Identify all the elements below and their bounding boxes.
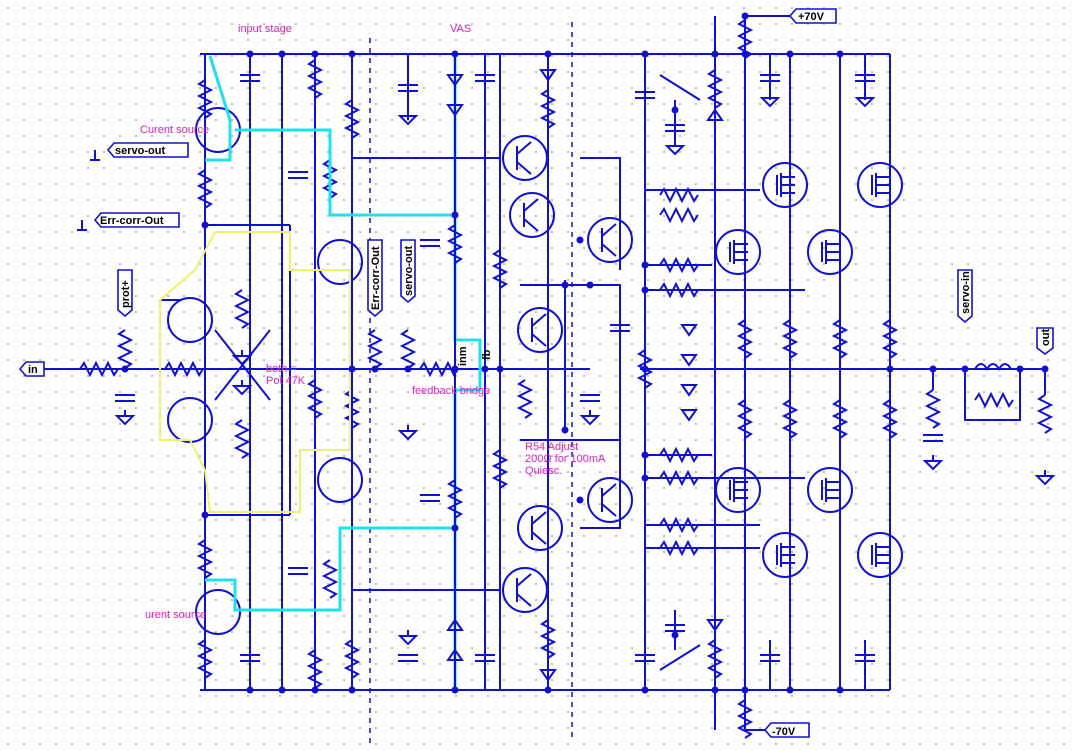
current-source-bottom-label: urent source	[145, 609, 206, 621]
plus70-label: +70V	[798, 11, 825, 23]
minus70-flag	[763, 722, 810, 738]
pot-note-line1: both =	[266, 363, 297, 375]
servo-in-flag	[957, 269, 973, 324]
minus70-label: -70V	[772, 726, 796, 738]
prot-plus-flag	[117, 269, 133, 318]
vas-label: VAS	[450, 23, 471, 35]
pot-note-line2: Pot 47K	[266, 375, 306, 387]
out-net-label: out	[1040, 329, 1052, 346]
err-corr-out-left-flag	[93, 212, 180, 228]
servo-out-vertical-label: servo-out	[403, 246, 415, 296]
inm-label: inm	[457, 346, 469, 366]
in-net-flag	[18, 361, 45, 377]
servo-in-label: servo-in	[960, 271, 972, 314]
servo-out-left-label: servo-out	[115, 145, 165, 157]
feedback-bridge-label: feedback bridge	[412, 385, 490, 397]
r54-line2: 200Ω for 100mA	[525, 453, 606, 465]
prot-plus-label: prot+	[120, 280, 132, 308]
input-stage-label: input stage	[238, 23, 292, 35]
out-net-flag	[1036, 327, 1054, 355]
r54-line1: R54 Adjust	[525, 441, 578, 453]
in-net-label: in	[28, 364, 38, 376]
servo-out-left-flag	[106, 142, 189, 158]
servo-out-vertical-flag	[400, 239, 416, 304]
junction-dots	[121, 12, 1049, 694]
current-source-bottom-highlight	[205, 368, 482, 612]
err-corr-out-vertical-flag	[367, 239, 383, 318]
fb-label: fb	[481, 349, 493, 360]
err-corr-out-vertical-label: Err-corr-Out	[370, 246, 382, 310]
input-pair-highlight	[159, 231, 351, 513]
r54-line3: Quiesc.	[525, 465, 562, 477]
err-corr-out-left-label: Err-corr-Out	[100, 215, 164, 227]
plus70-flag	[788, 8, 837, 24]
current-source-top-label: Curent source	[140, 124, 209, 136]
